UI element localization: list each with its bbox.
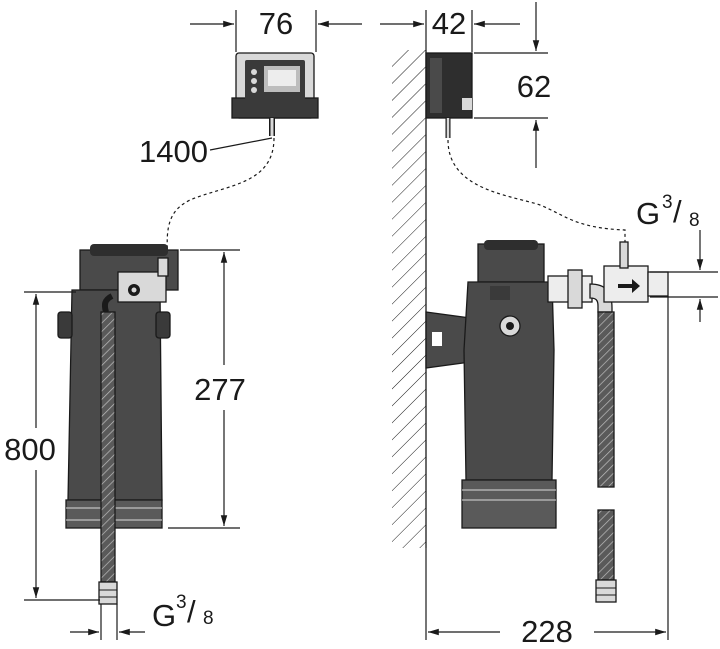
svg-text:/: / [187,594,196,629]
dim-wall-offset: 228 [521,614,573,649]
thread-label-front: G 3 / 8 [152,592,214,633]
dim-cable-length: 1400 [139,134,208,169]
dim-control-depth: 42 [432,6,466,41]
svg-text:G: G [636,196,660,231]
cable-side [447,139,626,250]
svg-text:3: 3 [176,592,187,613]
svg-text:G: G [152,598,176,633]
dim-control-height: 62 [517,69,551,104]
control-unit-side [425,52,473,138]
thread-label-side: G 3 / 8 [636,192,700,231]
filter-front [57,244,179,605]
control-unit-front [231,52,319,136]
dim-overall-height: 800 [4,432,56,467]
svg-text:3: 3 [662,192,673,213]
connector-assembly [547,241,669,603]
dim-filter-connection-height: 277 [194,372,246,407]
svg-text:8: 8 [689,210,700,231]
dim-control-width: 76 [259,6,293,41]
front-view: 76 1400 277 800 G 3 / 8 [4,6,362,640]
side-view: 42 62 G 3 / 8 228 [380,2,718,649]
wall [392,50,426,548]
svg-text:8: 8 [203,608,214,629]
svg-text:/: / [673,194,682,229]
cable-front [166,137,275,259]
filter-side [461,240,557,529]
